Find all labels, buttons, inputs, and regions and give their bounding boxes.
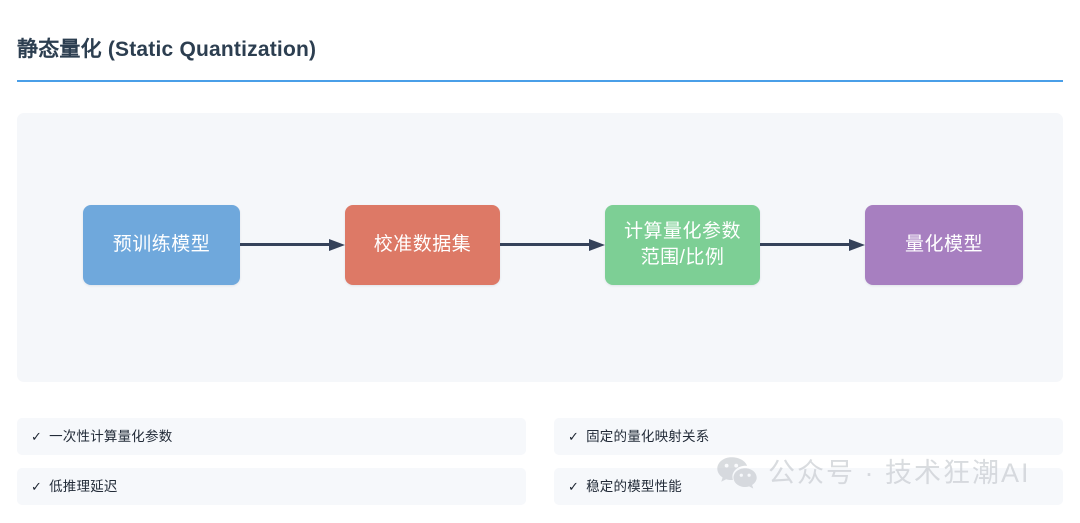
arrow-shaft bbox=[240, 243, 329, 246]
flow-node-quantized-model[interactable]: 量化模型 bbox=[865, 205, 1023, 285]
flow-arrow-1 bbox=[240, 239, 345, 251]
flow-node-calibration-dataset[interactable]: 校准数据集 bbox=[345, 205, 500, 285]
flow-node-label: 预训练模型 bbox=[112, 234, 211, 255]
arrow-head-icon bbox=[589, 239, 605, 251]
feature-item: ✓ 固定的量化映射关系 bbox=[554, 418, 1063, 455]
feature-label: 稳定的模型性能 bbox=[586, 478, 682, 494]
flow-arrow-3 bbox=[760, 239, 865, 251]
feature-label: 一次性计算量化参数 bbox=[49, 428, 173, 444]
feature-item: ✓ 一次性计算量化参数 bbox=[17, 418, 526, 455]
flow-node-label-group: 计算量化参数 范围/比例 bbox=[624, 219, 741, 271]
flow-node-label: 量化模型 bbox=[904, 234, 983, 255]
arrow-shaft bbox=[760, 243, 849, 246]
arrow-shaft bbox=[500, 243, 589, 246]
flow-node-label: 校准数据集 bbox=[373, 234, 472, 255]
check-icon: ✓ bbox=[31, 429, 43, 444]
flow-arrow-2 bbox=[500, 239, 605, 251]
check-icon: ✓ bbox=[31, 479, 43, 494]
feature-label: 低推理延迟 bbox=[49, 478, 118, 494]
feature-list: ✓ 一次性计算量化参数 ✓ 固定的量化映射关系 ✓ 低推理延迟 ✓ 稳定的模型性… bbox=[17, 418, 1063, 505]
flow-node-compute-quant-params[interactable]: 计算量化参数 范围/比例 bbox=[605, 205, 760, 285]
diagram-panel: 预训练模型 校准数据集 计算量化参数 范围/比例 bbox=[17, 113, 1063, 382]
flow-node-label-line1: 计算量化参数 bbox=[623, 221, 741, 242]
flow-node-label-line2: 范围/比例 bbox=[640, 247, 725, 268]
flow-diagram: 预训练模型 校准数据集 计算量化参数 范围/比例 bbox=[17, 113, 1063, 382]
page-title-block: 静态量化 (Static Quantization) bbox=[17, 36, 1063, 64]
arrow-head-icon bbox=[329, 239, 345, 251]
check-icon: ✓ bbox=[568, 429, 580, 444]
feature-label: 固定的量化映射关系 bbox=[586, 428, 710, 444]
title-divider bbox=[17, 80, 1063, 82]
feature-item: ✓ 稳定的模型性能 bbox=[554, 468, 1063, 505]
check-icon: ✓ bbox=[568, 479, 580, 494]
page-title: 静态量化 (Static Quantization) bbox=[17, 38, 317, 61]
arrow-head-icon bbox=[849, 239, 865, 251]
feature-item: ✓ 低推理延迟 bbox=[17, 468, 526, 505]
flow-node-pretrained-model[interactable]: 预训练模型 bbox=[83, 205, 240, 285]
